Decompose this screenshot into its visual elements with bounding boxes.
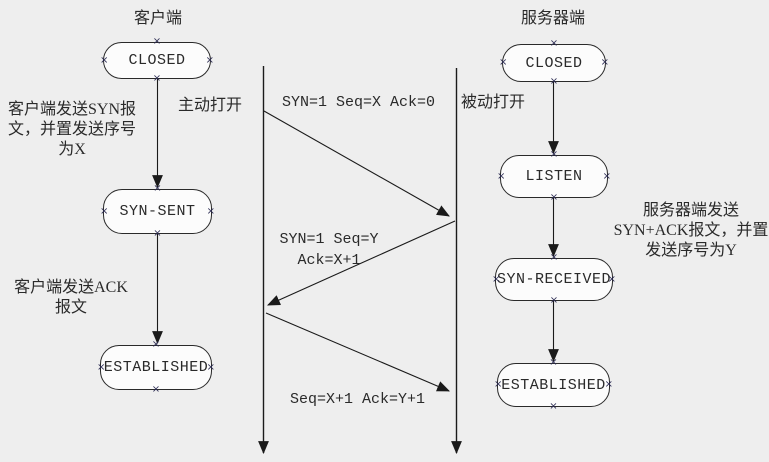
message-arrow-synack <box>267 220 456 306</box>
server-title: 服务器端 <box>520 10 585 27</box>
state-server-closed: CLOSED × × × × <box>499 39 609 87</box>
state-label: ESTABLISHED <box>103 359 209 376</box>
note-client-syn: 客户端发送SYN报 文，并置发送序号 为X <box>7 101 136 158</box>
state-server-listen: LISTEN × × × × <box>497 150 611 203</box>
state-label: SYN-RECEIVED <box>496 271 612 288</box>
state-client-syn-sent: SYN-SENT × × × × <box>100 184 215 239</box>
label-passive-open: 被动打开 <box>461 94 526 111</box>
message-arrow-ack <box>265 312 450 392</box>
client-title: 客户端 <box>133 10 182 27</box>
state-server-established: ESTABLISHED × × × × <box>494 358 613 412</box>
state-label: SYN-SENT <box>119 203 196 220</box>
message-label-ack: Seq=X+1 Ack=Y+1 <box>290 391 426 408</box>
state-label: LISTEN <box>525 168 583 185</box>
state-label: CLOSED <box>128 52 186 69</box>
state-client-established: ESTABLISHED × × × × <box>97 340 215 395</box>
state-client-closed: CLOSED × × × × <box>100 37 214 84</box>
note-server-synack: 服务器端发送 SYN+ACK报文，并置 发送序号为Y <box>613 202 769 259</box>
label-active-open: 主动打开 <box>178 97 243 114</box>
message-label-synack: SYN=1 Seq=Y Ack=X+1 <box>279 231 379 269</box>
state-label: ESTABLISHED <box>501 376 606 394</box>
note-client-ack: 客户端发送ACK 报文 <box>14 279 128 316</box>
state-server-syn-received: SYN-RECEIVED × × × × <box>492 253 616 306</box>
message-arrow-syn <box>263 110 450 217</box>
state-label: CLOSED <box>525 54 583 72</box>
message-label-syn: SYN=1 Seq=X Ack=0 <box>282 94 436 111</box>
